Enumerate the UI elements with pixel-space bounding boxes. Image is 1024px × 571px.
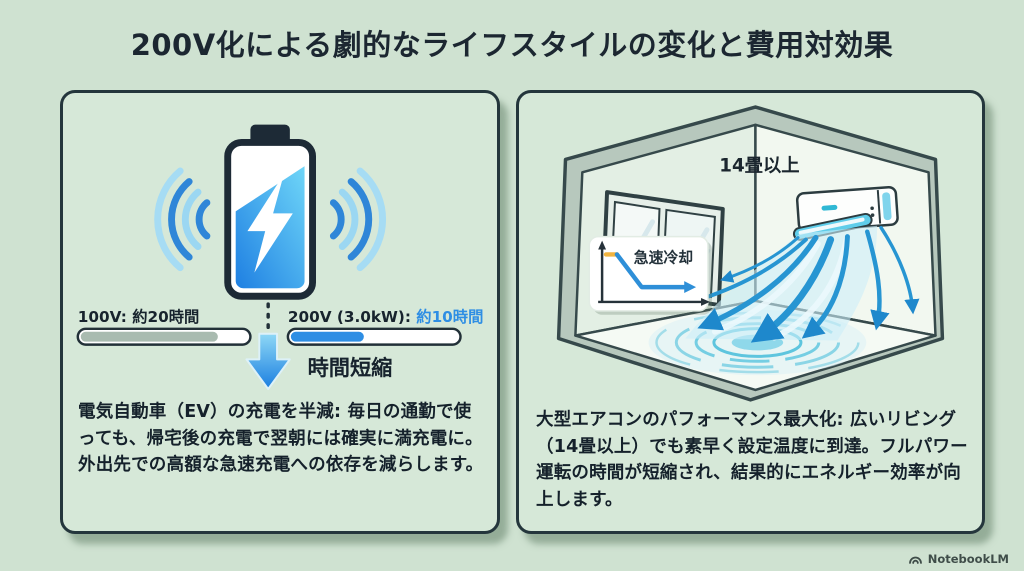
page-title: 200V化による劇的なライフスタイルの変化と費用対効果: [130, 28, 894, 62]
bar-100v-label: 100V: 約20時間: [78, 308, 199, 326]
bar-200v-fill: [290, 331, 364, 342]
air-stream-arrows: [674, 225, 920, 343]
signal-waves-left-icon: [154, 167, 211, 272]
battery-icon: [224, 124, 317, 300]
notebooklm-logo-icon: [908, 556, 922, 564]
cool-air-highlights: [711, 236, 850, 341]
lightning-bolt-icon: [247, 173, 293, 273]
signal-waves-right-icon: [329, 167, 386, 272]
room-size-label: 14畳以上: [719, 155, 799, 176]
bar-100v: 100V: 約20時間: [76, 308, 252, 346]
chart-curve: [614, 252, 688, 290]
bar-200v-label: 200V (3.0kW): 約10時間: [288, 308, 483, 326]
ev-charging-card: 100V: 約20時間 200V (3.0kW): 約10時間 時間短縮 電気自…: [60, 90, 500, 534]
air-conditioner: [792, 186, 899, 241]
aircon-room-illustration: 急速冷却 14畳以上: [556, 105, 945, 402]
bar-100v-fill: [80, 331, 218, 342]
watermark-text: NotebookLM: [927, 552, 1009, 566]
watermark: NotebookLM: [908, 552, 1009, 566]
rapid-cooling-chart-card: 急速冷却: [588, 235, 712, 315]
aircon-card: 急速冷却 14畳以上 大型エアコンのパフォーマンス最大化: 広いリビング（14畳…: [516, 90, 985, 534]
time-reduction-label: 時間短縮: [308, 355, 393, 380]
ev-charging-illustration: 100V: 約20時間 200V (3.0kW): 約10時間 時間短縮: [76, 124, 483, 390]
aircon-description: 大型エアコンのパフォーマンス最大化: 広いリビング（14畳以上）でも素早く設定温…: [536, 410, 968, 510]
down-arrow-icon: [245, 332, 291, 390]
chart-axes: [598, 247, 703, 304]
ev-description: 電気自動車（EV）の充電を半減: 毎日の通勤で使っても、帰宅後の充電で翌朝には確…: [78, 402, 484, 476]
bar-200v: 200V (3.0kW): 約10時間: [286, 308, 483, 346]
chart-label: 急速冷却: [634, 248, 693, 266]
